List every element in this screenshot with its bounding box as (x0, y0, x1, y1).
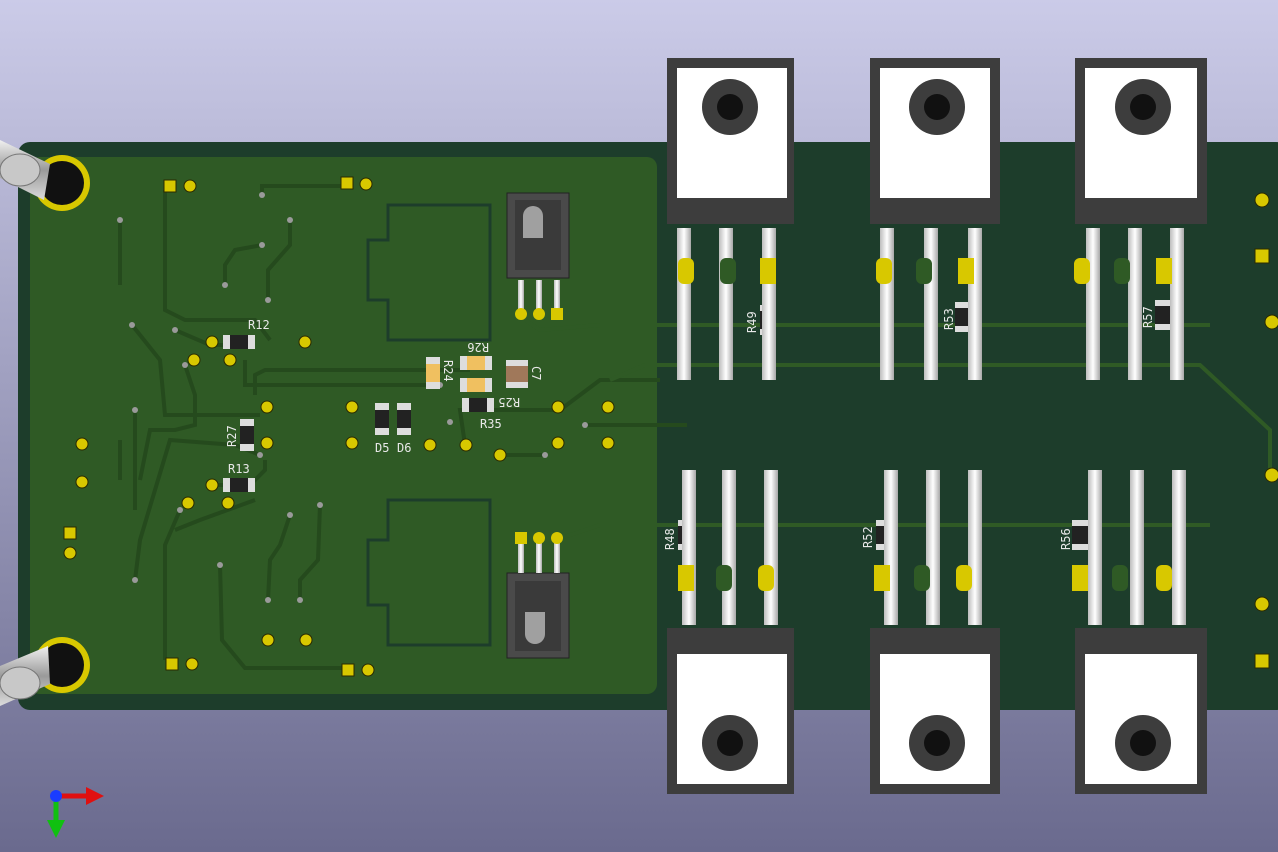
diode-d6 (397, 403, 411, 435)
regulator-heatsink-top-outline (366, 203, 492, 342)
power-transistor-bottom-2 (870, 470, 1000, 794)
power-transistor-top-3 (1074, 58, 1207, 380)
copper-pour-left (30, 157, 657, 694)
label-r49: R49 (745, 311, 759, 333)
mounting-screw-bottom (0, 637, 90, 706)
mounting-screw-top (0, 140, 90, 211)
resistor-r56 (1072, 520, 1088, 550)
resistor-r27 (240, 419, 254, 451)
power-transistor-top-1 (667, 58, 794, 380)
label-r26: R26 (467, 340, 489, 354)
power-transistor-bottom-3 (1072, 470, 1207, 794)
label-r53: R53 (942, 308, 956, 330)
label-d5: D5 (375, 441, 389, 455)
label-r35: R35 (480, 417, 502, 431)
resistor-r25 (460, 378, 492, 392)
regulator-top (506, 192, 570, 320)
label-r12: R12 (248, 318, 270, 332)
regulator-heatsink-bottom-outline (366, 498, 492, 647)
silkscreen-labels: R12 R13 R27 R24 R26 R25 R35 C7 D5 D6 R49… (225, 306, 1155, 550)
axis-orientation-icon (47, 787, 104, 838)
resistor-r57 (1155, 300, 1171, 330)
label-r48: R48 (663, 528, 677, 550)
power-transistor-top-2 (870, 58, 1000, 380)
label-r57: R57 (1141, 306, 1155, 328)
label-r25: R25 (498, 395, 520, 409)
resistor-r13 (223, 478, 255, 492)
label-r56: R56 (1059, 528, 1073, 550)
label-d6: D6 (397, 441, 411, 455)
power-traces (523, 318, 1272, 542)
label-r24: R24 (441, 360, 455, 382)
pcb-board[interactable]: R12 R13 R27 R24 R26 R25 R35 C7 D5 D6 R49… (0, 58, 1278, 794)
through-hole-pads (63, 176, 1278, 677)
resistor-r26 (460, 356, 492, 370)
label-r27: R27 (225, 425, 239, 447)
resistor-r12 (223, 335, 255, 349)
resistor-r53 (955, 302, 971, 332)
resistor-r35 (462, 398, 494, 412)
power-transistor-bottom-1 (667, 470, 794, 794)
capacitor-c7 (506, 360, 528, 388)
diode-d5 (375, 403, 389, 435)
regulator-bottom (506, 532, 570, 659)
label-r52: R52 (861, 526, 875, 548)
label-r13: R13 (228, 462, 250, 476)
label-c7: C7 (529, 366, 543, 380)
resistor-r24 (426, 357, 440, 389)
